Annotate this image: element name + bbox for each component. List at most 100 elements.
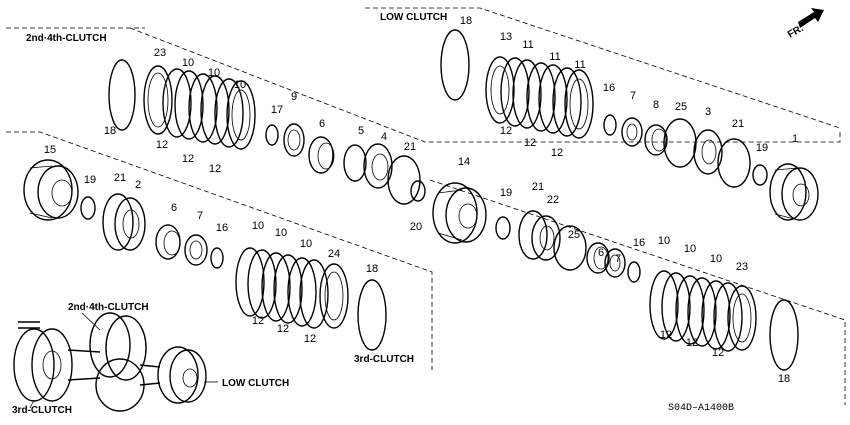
callout-7-b: 7	[615, 253, 621, 265]
callout-24: 24	[328, 248, 340, 260]
snap-ring-16-b	[627, 261, 641, 283]
end-plate-24	[319, 263, 349, 329]
callout-6-a: 6	[319, 118, 325, 130]
callout-16-a: 16	[216, 222, 228, 234]
clutch-plate-d3	[564, 69, 594, 139]
o-ring-21-d	[717, 138, 751, 188]
callout-4: 4	[381, 131, 387, 143]
callout-19-a: 19	[84, 174, 96, 186]
piston-4	[363, 143, 393, 189]
piston-2	[114, 197, 146, 251]
callout-10-c2: 10	[684, 243, 696, 255]
clutch-plate-b3	[299, 259, 329, 329]
piston-22	[531, 215, 561, 261]
callout-12-b3: 12	[304, 333, 316, 345]
callout-10-b2: 10	[275, 227, 287, 239]
clutch-disc-a2	[188, 73, 218, 143]
callout-12-d1: 12	[500, 125, 512, 137]
low-clutch-lower-group	[432, 182, 799, 371]
inset-low-drum	[157, 346, 199, 404]
callout-18-c: 18	[778, 373, 790, 385]
callout-11-c: 11	[574, 59, 585, 71]
callout-10-a2: 10	[208, 67, 220, 79]
callout-11-a: 11	[522, 39, 533, 51]
clutch-disc-a3	[214, 78, 244, 148]
low-clutch-upper-group	[440, 29, 819, 221]
snap-ring-16-a	[210, 247, 224, 269]
o-ring-21-c	[518, 210, 548, 260]
label-low-clutch: LOW CLUTCH	[380, 12, 447, 23]
callout-12-a1: 12	[156, 139, 168, 151]
callout-7-a: 7	[197, 210, 203, 222]
callout-18-a: 18	[104, 125, 116, 137]
snap-ring-18-c	[769, 299, 799, 371]
clutch-plate-c3	[713, 282, 743, 352]
o-ring-21-a	[387, 155, 421, 205]
callout-9: 9	[291, 91, 297, 103]
callout-25-a: 25	[568, 229, 580, 241]
callout-7-c: 7	[630, 90, 636, 102]
callout-12-a2: 12	[182, 153, 194, 165]
callout-6-b: 6	[171, 202, 177, 214]
callout-3: 3	[705, 106, 711, 118]
end-plate-13	[485, 56, 515, 124]
callout-12-d3: 12	[551, 147, 563, 159]
callout-21-c: 21	[532, 181, 544, 193]
clutch-plate-a2	[200, 75, 230, 145]
callout-16-c: 16	[603, 82, 615, 94]
callout-1: 1	[792, 133, 798, 145]
callout-12-d2: 12	[524, 137, 536, 149]
spring-9	[283, 123, 305, 157]
section-frames	[6, 7, 846, 405]
callout-21-d: 21	[732, 118, 744, 130]
callout-12-c2: 12	[686, 337, 698, 349]
callout-5: 5	[358, 125, 364, 137]
piston-3	[693, 129, 723, 175]
callout-18-b: 18	[366, 263, 378, 275]
clutch-disc-a1	[162, 68, 192, 138]
clutch-disc-c3	[701, 280, 731, 350]
o-ring-25-b	[663, 118, 697, 168]
callout-19-b: 19	[500, 187, 512, 199]
washer-19-c	[752, 164, 768, 186]
end-plate-23-b	[727, 285, 757, 351]
snap-ring-17	[265, 124, 279, 146]
callout-10-b1: 10	[252, 220, 264, 232]
callout-11-b: 11	[549, 51, 560, 63]
label-second-fourth-clutch: 2nd·4th-CLUTCH	[26, 33, 107, 44]
clutch-plate-a3	[226, 80, 256, 150]
clutch-disc-c1	[649, 270, 679, 340]
callout-12-a3: 12	[209, 163, 221, 175]
clutch-plate-b1	[247, 249, 277, 319]
callout-10-a1: 10	[182, 57, 194, 69]
figure-code: S04D–A1400B	[668, 403, 734, 414]
callout-16-b: 16	[633, 237, 645, 249]
callout-25-b: 25	[675, 101, 687, 113]
drum-1	[769, 163, 807, 221]
clutch-plate-d2	[538, 64, 568, 134]
clutch-plate-a1	[174, 70, 204, 140]
clutch-plate-c2	[687, 277, 717, 347]
callout-12-c3: 12	[712, 347, 724, 359]
clutch-disc-c2	[675, 275, 705, 345]
snap-ring-18-a	[108, 59, 136, 131]
inset-label-second-fourth: 2nd·4th-CLUTCH	[68, 302, 149, 313]
o-ring-21-b	[102, 193, 134, 251]
clutch-disc-d3	[552, 67, 582, 137]
labels: LOW CLUTCH 2nd·4th-CLUTCH 3rd-CLUTCH FR.…	[12, 12, 806, 416]
spring-7-c	[621, 117, 643, 147]
callout-10-b3: 10	[300, 238, 312, 250]
callout-10-c1: 10	[658, 235, 670, 247]
callout-22: 22	[547, 194, 559, 206]
clutch-disc-b3	[287, 257, 317, 327]
snap-ring-16-c	[603, 114, 617, 136]
second-fourth-clutch-group	[108, 59, 426, 205]
label-third-clutch: 3rd-CLUTCH	[354, 354, 414, 365]
seal-8	[644, 124, 668, 156]
spring-7-a	[184, 234, 208, 266]
washer-19-b	[495, 216, 511, 240]
callout-10-a3: 10	[234, 79, 246, 91]
inset-third-drum	[13, 328, 55, 402]
